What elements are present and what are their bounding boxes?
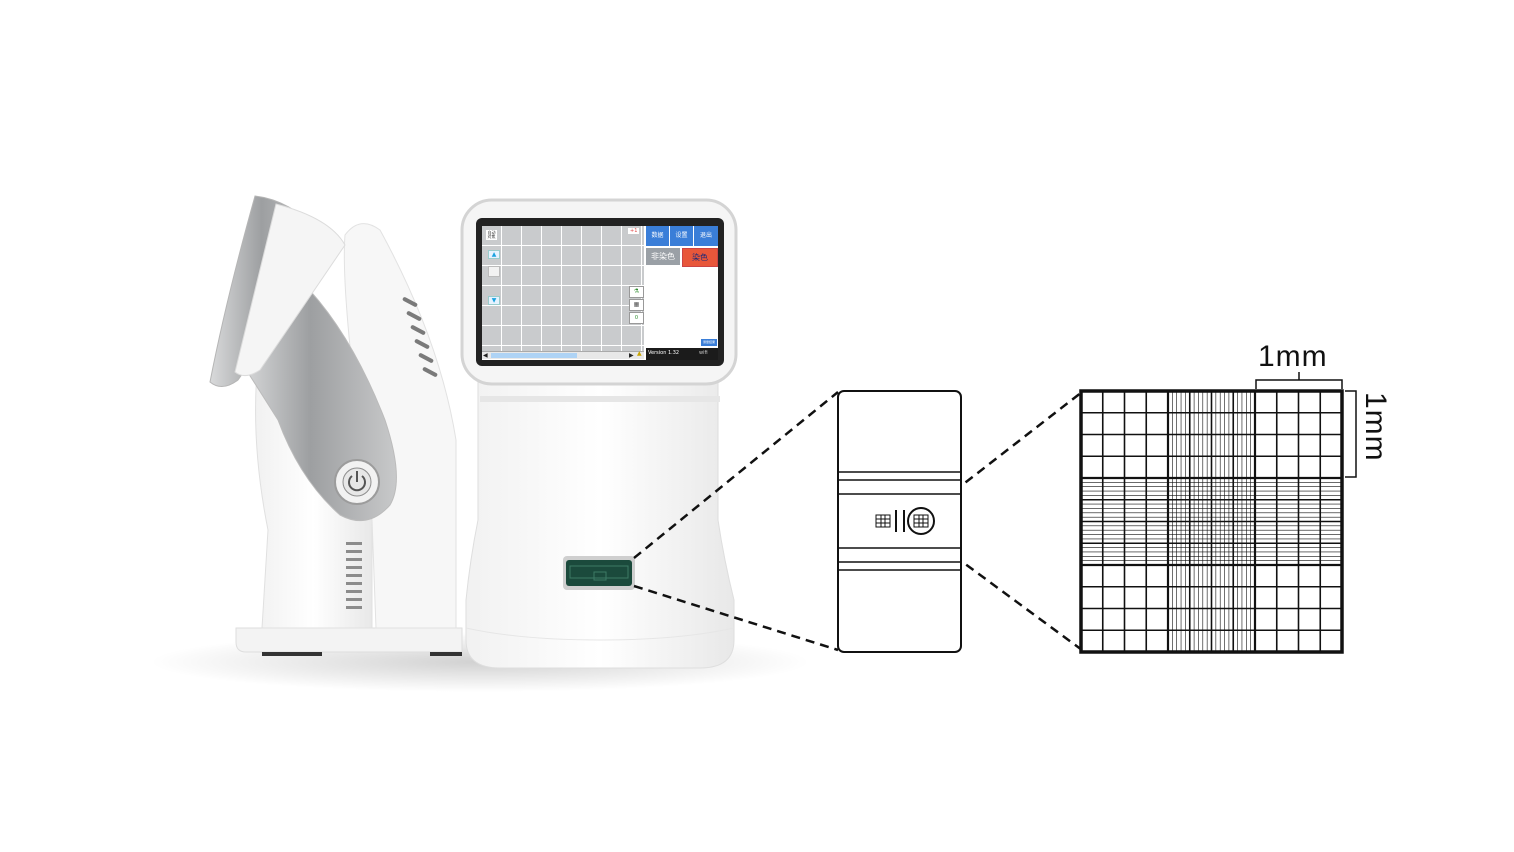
results-panel xyxy=(646,268,718,338)
device-touchscreen[interactable]: 自动对焦 ▲ ▼ +1 ⚗ ▦ 0 ◀ ▶ ▲ 数据 设置 退出 非染色 染色 … xyxy=(482,226,718,360)
focus-slider-box[interactable] xyxy=(488,266,500,277)
magnified-grid xyxy=(1079,389,1344,654)
triangle-down-icon: ▼ xyxy=(491,297,497,304)
counting-chamber xyxy=(837,390,962,653)
result-button[interactable]: 测量结果 xyxy=(701,339,717,346)
scroll-thumb[interactable] xyxy=(491,353,577,358)
microscope-view-grid xyxy=(482,226,644,351)
scale-label-vertical: 1mm xyxy=(1359,392,1392,462)
tab-settings[interactable]: 设置 xyxy=(670,226,693,246)
calculator-icon: ▦ xyxy=(633,301,640,308)
microscope-arm xyxy=(209,195,463,656)
vent-slots-upper xyxy=(402,297,438,377)
microscope-icon: ⚗ xyxy=(633,288,640,295)
power-icon xyxy=(348,475,366,492)
microscope-tool-button[interactable]: ⚗ xyxy=(629,286,644,298)
warning-icon: ▲ xyxy=(637,350,642,357)
autofocus-label[interactable]: 自动对焦 xyxy=(486,230,497,240)
calculator-tool-button[interactable]: ▦ xyxy=(629,299,644,311)
horizontal-scrollbar[interactable]: ◀ ▶ xyxy=(482,351,644,359)
stained-mode-button[interactable]: 染色 xyxy=(682,248,718,267)
tab-data[interactable]: 数据 xyxy=(646,226,669,246)
arrow-down-button[interactable]: ▼ xyxy=(488,296,500,305)
triangle-up-icon: ▲ xyxy=(491,251,497,258)
arrow-up-button[interactable]: ▲ xyxy=(488,250,500,259)
wifi-icon: wifi xyxy=(699,350,708,356)
tab-exit[interactable]: 退出 xyxy=(694,226,718,246)
scale-label-horizontal: 1mm xyxy=(1258,340,1328,373)
status-bar: Version 1.32 wifi xyxy=(646,348,718,360)
vent-slots-lower xyxy=(346,542,362,609)
chamber-grid-left xyxy=(875,514,891,528)
sample-slot[interactable] xyxy=(563,556,635,590)
unstained-mode-button[interactable]: 非染色 xyxy=(646,248,680,265)
version-text: Version 1.32 xyxy=(648,350,680,356)
chamber-grid-right xyxy=(913,514,929,528)
count-display: 0 xyxy=(629,312,644,324)
scale-brackets xyxy=(1255,372,1357,478)
zoom-tag: +1 xyxy=(628,228,640,234)
scroll-left-icon[interactable]: ◀ xyxy=(483,352,488,359)
scroll-right-icon[interactable]: ▶ xyxy=(629,352,634,359)
